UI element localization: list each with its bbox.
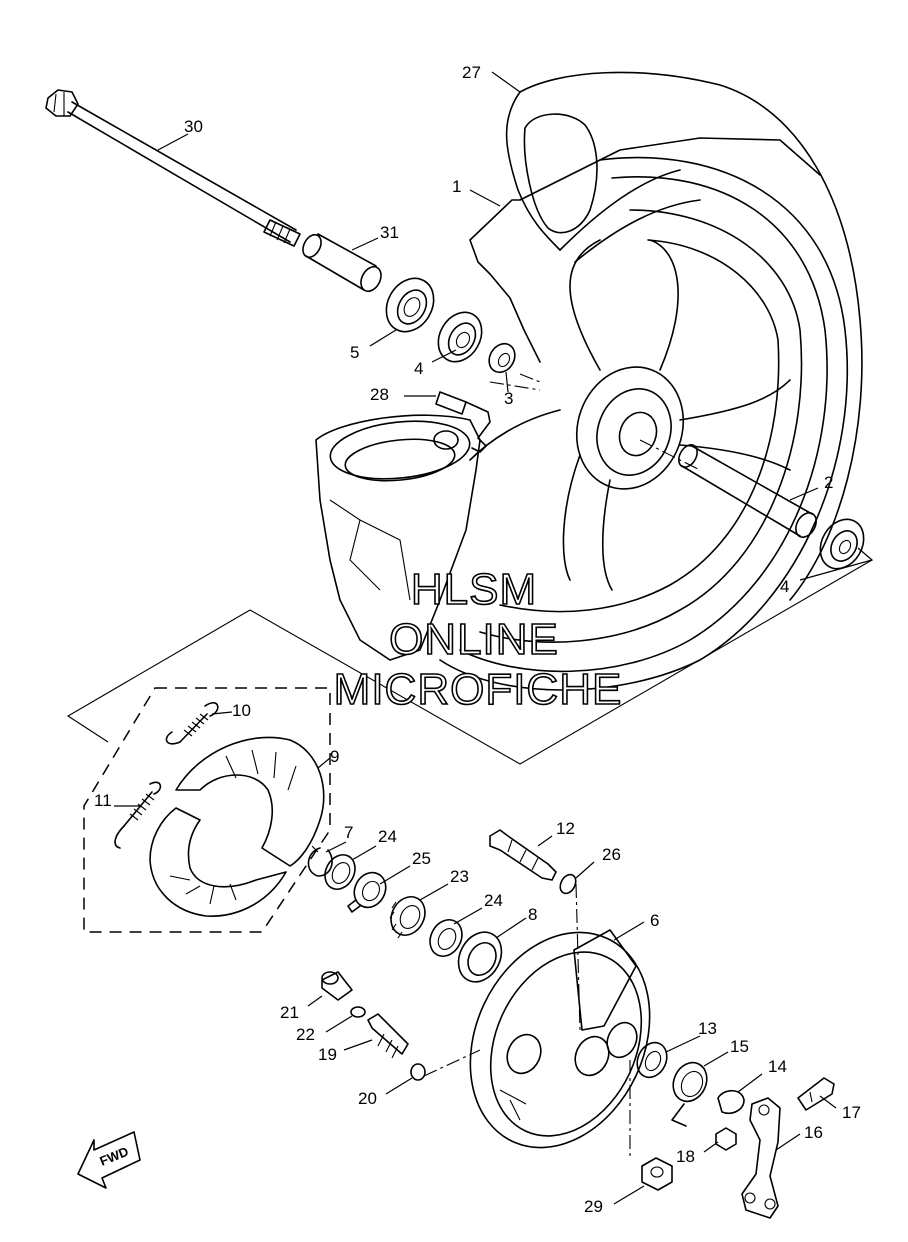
label-part-15: 15 — [730, 1037, 749, 1056]
watermark-line-3: MICROFICHE — [334, 665, 623, 714]
nut-part-18 — [715, 1127, 737, 1151]
collar-part-2 — [678, 444, 817, 538]
spring-part-11 — [114, 781, 162, 849]
label-part-27: 27 — [462, 63, 481, 82]
label-part-2: 2 — [824, 473, 833, 492]
label-part-19: 19 — [318, 1045, 337, 1064]
brake-drum-housing — [315, 414, 481, 661]
fwd-label: FWD — [98, 1144, 131, 1169]
meter-pinion-part-19 — [367, 1013, 409, 1059]
label-part-8: 8 — [528, 905, 537, 924]
thrust-plate-part-25 — [347, 871, 387, 913]
brake-shoe-plate-part-6 — [469, 929, 651, 1149]
label-part-16: 16 — [804, 1123, 823, 1142]
brake-lever-part-16 — [741, 1097, 781, 1219]
label-part-11: 11 — [94, 791, 112, 810]
label-part-17: 17 — [842, 1103, 861, 1122]
label-part-30: 30 — [184, 117, 203, 136]
camshaft-part-12 — [489, 829, 557, 881]
tire-part-27 — [505, 71, 863, 601]
brake-shoe-part-9 — [149, 736, 325, 917]
label-part-26: 26 — [602, 845, 621, 864]
label-part-24-lower: 24 — [484, 891, 503, 910]
o-ring-part-26 — [559, 873, 577, 895]
valve-part-28 — [435, 391, 491, 453]
fwd-arrow-icon: FWD — [77, 1131, 141, 1189]
label-part-6: 6 — [650, 911, 659, 930]
label-part-14: 14 — [768, 1057, 787, 1076]
label-part-4-upper: 4 — [414, 359, 423, 378]
washer-part-20 — [410, 1063, 426, 1081]
washer-part-24-upper — [324, 854, 356, 890]
spacer-part-3 — [488, 342, 516, 374]
part-number-labels: 27 1 30 31 5 4 3 28 2 4 10 9 11 7 24 25 … — [94, 63, 861, 1216]
bolt-part-17 — [797, 1077, 835, 1111]
label-part-12: 12 — [556, 819, 575, 838]
washer-part-24-lower — [429, 919, 463, 957]
axle-part-30 — [45, 89, 301, 247]
label-part-5: 5 — [350, 343, 359, 362]
wheel-hub-part-1 — [439, 137, 849, 691]
label-part-1: 1 — [452, 177, 461, 196]
washer-part-13 — [636, 1041, 668, 1079]
label-part-20: 20 — [358, 1089, 377, 1108]
nut-part-29 — [641, 1157, 673, 1191]
indicator-plate-part-14 — [717, 1089, 745, 1115]
return-spring-part-15 — [671, 1061, 708, 1127]
spring-part-10 — [165, 701, 219, 745]
oil-seal-part-5 — [385, 277, 435, 333]
label-part-22: 22 — [296, 1025, 315, 1044]
o-ring-part-22 — [350, 1006, 366, 1018]
label-part-29: 29 — [584, 1197, 603, 1216]
bushing-part-21 — [321, 971, 353, 1001]
watermark-line-1: HLSM — [411, 565, 537, 614]
leader-lines — [114, 71, 874, 1205]
label-part-9: 9 — [330, 747, 339, 766]
label-part-13: 13 — [698, 1019, 717, 1038]
collar-part-31 — [302, 233, 382, 293]
bearing-part-4-upper — [437, 311, 483, 363]
label-part-7: 7 — [344, 823, 353, 842]
label-part-4-lower: 4 — [780, 577, 789, 596]
label-part-23: 23 — [450, 867, 469, 886]
meter-gear-part-23 — [389, 896, 426, 939]
label-part-21: 21 — [280, 1003, 299, 1022]
oil-seal-part-8 — [457, 931, 503, 983]
label-part-3: 3 — [504, 389, 513, 408]
label-part-18: 18 — [676, 1147, 695, 1166]
label-part-31: 31 — [380, 223, 399, 242]
label-part-24-upper: 24 — [378, 827, 397, 846]
watermark-line-2: ONLINE — [389, 615, 559, 664]
watermark: HLSM ONLINE MICROFICHE — [333, 564, 623, 715]
brake-shoe-group-boundary — [83, 687, 331, 933]
label-part-10: 10 — [232, 701, 251, 720]
label-part-25: 25 — [412, 849, 431, 868]
bearing-part-4-lower — [819, 518, 865, 570]
label-part-28: 28 — [370, 385, 389, 404]
assembly-guide-lines — [66, 373, 873, 765]
